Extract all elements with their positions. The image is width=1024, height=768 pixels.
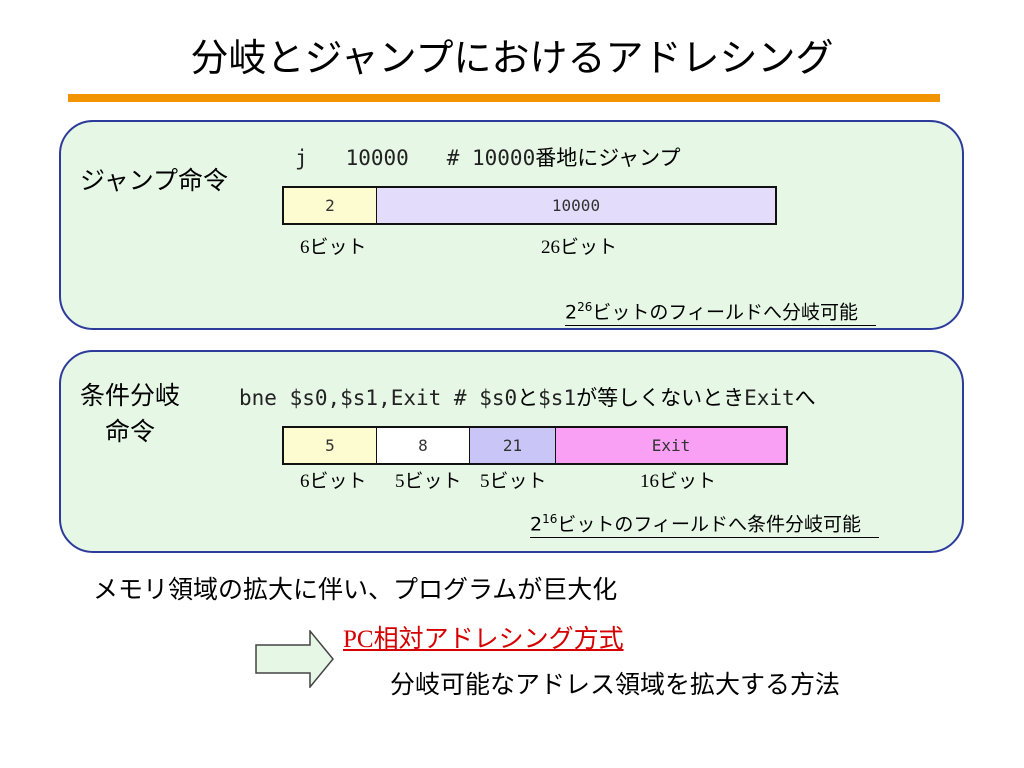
branch-code-jp3: へ [794, 386, 816, 410]
jump-note-exp: 26 [577, 300, 593, 314]
branch-code-exit: Exit [744, 386, 795, 410]
branch-code-jp1: と [517, 386, 539, 410]
branch-code-jp2: が等しくないとき [576, 386, 745, 410]
branch-format-fields: 5 8 21 Exit [282, 426, 788, 465]
branch-field-rt: 21 [470, 428, 556, 463]
branch-note-base: 2 [530, 513, 543, 536]
branch-field-opcode: 5 [284, 428, 377, 463]
pc-relative-addressing-method: PC相対アドレシング方式 [343, 626, 624, 653]
branch-note-text: ビットのフィールドへ条件分岐可能 [557, 513, 861, 536]
jump-note-text: ビットのフィールドへ分岐可能 [592, 301, 858, 324]
right-arrow-icon [255, 630, 334, 688]
jump-field-opcode: 2 [284, 188, 377, 223]
branch-range-note: 216ビットのフィールドへ条件分岐可能 [530, 506, 879, 539]
jump-instruction-label: ジャンプ命令 [80, 166, 229, 195]
title-underline [68, 94, 940, 102]
branch-bits-opcode: 6ビット [300, 471, 367, 492]
jump-code-line: j 10000 # 10000番地にジャンプ [295, 142, 681, 172]
jump-code: j 10000 # 10000 [295, 146, 536, 170]
branch-bits-rt: 5ビット [480, 471, 547, 492]
jump-code-comment: 番地にジャンプ [535, 146, 681, 170]
jump-bits-opcode: 6ビット [300, 237, 367, 258]
jump-note-base: 2 [565, 301, 578, 324]
branch-code: bne $s0,$s1,Exit # $s0 [239, 386, 518, 410]
branch-code-line: bne $s0,$s1,Exit # $s0と$s1が等しくないときExitへ [239, 382, 816, 412]
method-description: 分岐可能なアドレス領域を拡大する方法 [390, 670, 841, 699]
branch-bits-address: 16ビット [640, 471, 717, 492]
jump-format-fields: 2 10000 [282, 186, 777, 225]
jump-range-note: 226ビットのフィールドへ分岐可能 [565, 294, 876, 327]
jump-instruction-panel [59, 120, 964, 330]
branch-note-exp: 16 [542, 512, 558, 526]
branch-label-line2: 命令 [105, 417, 156, 446]
jump-bits-address: 26ビット [541, 237, 618, 258]
branch-bits-rs: 5ビット [395, 471, 462, 492]
branch-label-line1: 条件分岐 [80, 381, 181, 410]
branch-field-rs: 8 [377, 428, 470, 463]
branch-field-address: Exit [556, 428, 786, 463]
jump-field-address: 10000 [377, 188, 775, 223]
memory-expansion-text: メモリ領域の拡大に伴い、プログラムが巨大化 [93, 575, 618, 604]
page-title: 分岐とジャンプにおけるアドレシング [190, 36, 834, 80]
branch-code-reg: $s1 [538, 386, 577, 410]
